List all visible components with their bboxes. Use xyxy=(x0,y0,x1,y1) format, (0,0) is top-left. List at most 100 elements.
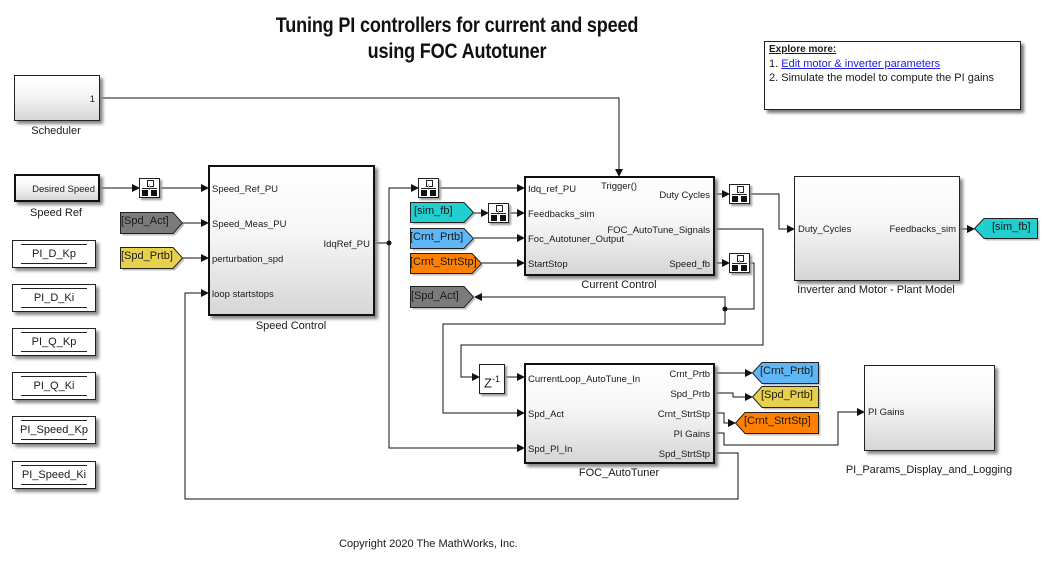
constant-pi-speed-ki[interactable]: PI_Speed_Ki xyxy=(12,461,96,489)
goto-tag-sim-fb-text: [sim_fb] xyxy=(992,221,1031,233)
constant-pi-q-ki[interactable]: PI_Q_Ki xyxy=(12,372,96,400)
goto-tag-crnt-prtb-text: [Crnt_Prtb] xyxy=(760,365,814,377)
autotuner-out-spd-strtstp: Spd_StrtStp xyxy=(658,449,710,460)
wire-rt4-plant[interactable] xyxy=(750,193,795,233)
unit-delay-block[interactable]: Z-1 xyxy=(479,364,505,394)
plant-model-label: Inverter and Motor - Plant Model xyxy=(797,284,955,296)
from-tag-spd-prtb[interactable]: [Spd_Prtb] xyxy=(120,247,185,271)
rate-transition-icon[interactable] xyxy=(729,253,750,273)
from-tag-spd-act[interactable]: [Spd_Act] xyxy=(120,212,185,236)
autotuner-in-spd-act: Spd_Act xyxy=(528,409,564,420)
rate-transition-icon[interactable] xyxy=(139,178,160,198)
tag-shape xyxy=(973,218,1040,241)
copyright-text: Copyright 2020 The MathWorks, Inc. xyxy=(339,538,518,550)
wire-rt5-junction[interactable] xyxy=(725,262,755,310)
current-control-in-idq-ref: Idq_ref_PU xyxy=(528,184,577,195)
tag-shape xyxy=(410,228,476,251)
wire-spdstrtstp-loop[interactable] xyxy=(184,289,739,500)
plant-out-feedbacks: Feedbacks_sim xyxy=(889,224,956,235)
tag-shape xyxy=(734,412,821,436)
diagram-title-line1: Tuning PI controllers for current and sp… xyxy=(275,14,639,37)
foc-autotuner-block[interactable]: CurrentLoop_AutoTune_In Spd_Act Spd_PI_I… xyxy=(524,363,715,464)
speed-control-in-perturbation: perturbation_spd xyxy=(212,254,284,265)
rate-transition-icon[interactable] xyxy=(488,203,509,223)
wire-idqref-rt2[interactable] xyxy=(388,184,419,243)
explore-more-note: Explore more: 1. Edit motor & inverter p… xyxy=(764,41,1021,110)
tag-shape xyxy=(751,362,821,386)
speed-ref-block[interactable]: Desired Speed xyxy=(14,174,100,202)
wire-junction-spdact-goto[interactable] xyxy=(474,293,726,309)
edit-motor-parameters-link[interactable]: Edit motor & inverter parameters xyxy=(781,58,941,70)
explore-heading: Explore more: xyxy=(769,44,837,55)
from-tag-spd-act-text: [Spd_Act] xyxy=(121,215,169,227)
constant-pi-d-ki[interactable]: PI_D_Ki xyxy=(12,284,96,312)
tag-shape xyxy=(410,253,484,276)
from-tag-crnt-prtb-text: [Crnt_Prtb] xyxy=(410,231,464,243)
foc-autotuner-label: FOC_AutoTuner xyxy=(578,467,660,479)
speed-control-out-idqref: IdqRef_PU xyxy=(323,239,370,250)
current-control-label: Current Control xyxy=(581,279,657,291)
goto-tag-spd-prtb-text: [Spd_Prtb] xyxy=(761,389,813,401)
speed-control-in-loop-startstops: loop startstops xyxy=(212,289,274,300)
wire-pigains-params[interactable] xyxy=(714,408,865,446)
wire-scheduler-trigger[interactable] xyxy=(100,97,623,177)
speed-control-in-speed-ref: Speed_Ref_PU xyxy=(212,184,279,195)
from-tag-sim-fb[interactable]: [sim_fb] xyxy=(410,202,476,225)
scheduler-port-out: 1 xyxy=(89,94,95,105)
rate-transition-icon[interactable] xyxy=(729,184,750,204)
from-tag-crnt-strtstp-text: [Crnt_StrtStp] xyxy=(410,256,477,268)
goto-tag-crnt-strtstp[interactable]: [Crnt_StrtStp] xyxy=(734,412,821,436)
wire-junction-autotuner-spdact[interactable] xyxy=(442,309,726,417)
current-control-in-autotuner-output: Foc_Autotuner_Output xyxy=(528,234,625,245)
autotuner-out-crnt-prtb: Crnt_Prtb xyxy=(669,369,710,380)
plant-model-block[interactable]: Duty_Cycles Feedbacks_sim xyxy=(794,176,960,281)
rate-transition-icon[interactable] xyxy=(418,178,439,198)
explore-item-1: 1. Edit motor & inverter parameters xyxy=(769,57,1016,71)
from-tag-spd-prtb-text: [Spd_Prtb] xyxy=(121,250,173,262)
from-tag-crnt-prtb[interactable]: [Crnt_Prtb] xyxy=(410,228,476,251)
goto-tag-spd-act[interactable]: [Spd_Act] xyxy=(410,286,476,310)
goto-tag-crnt-prtb[interactable]: [Crnt_Prtb] xyxy=(751,362,821,386)
goto-tag-sim-fb[interactable]: [sim_fb] xyxy=(973,218,1040,241)
current-control-in-feedbacks: Feedbacks_sim xyxy=(528,209,595,220)
branch-point-speedfb xyxy=(722,306,728,312)
current-control-out-duty-cycles: Duty Cycles xyxy=(659,190,710,201)
speed-control-label: Speed Control xyxy=(255,320,327,332)
tag-shape xyxy=(410,202,476,225)
constant-pi-speed-kp[interactable]: PI_Speed_Kp xyxy=(12,416,96,444)
autotuner-out-pi-gains: PI Gains xyxy=(673,429,710,440)
branch-point-idqref xyxy=(386,240,392,246)
current-control-in-startstop: StartStop xyxy=(528,259,568,270)
pi-params-label: PI_Params_Display_and_Logging xyxy=(845,464,1013,476)
plant-in-duty-cycles: Duty_Cycles xyxy=(798,224,852,235)
wire-spdprtb-goto[interactable] xyxy=(714,392,753,401)
pi-params-block[interactable]: PI Gains xyxy=(864,365,995,451)
constant-pi-q-kp[interactable]: PI_Q_Kp xyxy=(12,328,96,356)
current-control-out-autotune-signals: FOC_AutoTune_Signals xyxy=(607,225,710,236)
goto-tag-spd-act-text: [Spd_Act] xyxy=(411,290,459,302)
scheduler-block[interactable]: 1 xyxy=(14,75,100,121)
diagram-title-line2: using FOC Autotuner xyxy=(367,40,547,63)
speed-ref-label: Speed Ref xyxy=(30,207,82,219)
wire-autotunesignals-delay[interactable] xyxy=(460,228,764,381)
current-control-block[interactable]: Idq_ref_PU Feedbacks_sim Foc_Autotuner_O… xyxy=(524,176,715,276)
wire-crntstrtstp-goto[interactable] xyxy=(714,412,736,427)
from-tag-sim-fb-text: [sim_fb] xyxy=(414,205,453,217)
from-tag-crnt-strtstp[interactable]: [Crnt_StrtStp] xyxy=(410,253,484,276)
speed-control-block[interactable]: Speed_Ref_PU Speed_Meas_PU perturbation_… xyxy=(208,165,375,316)
explore-item-1-prefix: 1. xyxy=(769,58,782,70)
pi-params-in-pi-gains: PI Gains xyxy=(868,407,905,418)
explore-item-2: 2. Simulate the model to compute the PI … xyxy=(769,72,995,84)
current-control-out-speed-fb: Speed_fb xyxy=(669,259,710,270)
speed-control-in-speed-meas: Speed_Meas_PU xyxy=(212,219,287,230)
tag-shape xyxy=(410,286,476,310)
tag-shape xyxy=(120,212,185,236)
goto-tag-crnt-strtstp-text: [Crnt_StrtStp] xyxy=(744,415,811,427)
constant-pi-d-kp[interactable]: PI_D_Kp xyxy=(12,240,96,268)
scheduler-label: Scheduler xyxy=(31,125,81,137)
goto-tag-spd-prtb[interactable]: [Spd_Prtb] xyxy=(751,386,821,410)
autotuner-in-spd-pi: Spd_PI_In xyxy=(528,444,573,455)
tag-shape xyxy=(120,247,185,271)
wire-idqref-autotuner[interactable] xyxy=(388,243,525,452)
